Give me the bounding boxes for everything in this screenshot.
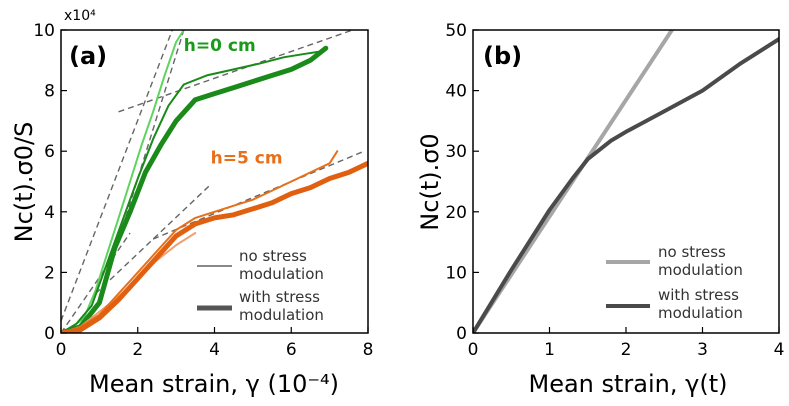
y-tick-label: 0 <box>456 324 467 344</box>
legend-a-label-2a: with stress <box>239 288 320 306</box>
panel-a-fit-line-3 <box>95 184 212 295</box>
y-tick-label: 10 <box>445 263 467 283</box>
legend-a-label-1b: modulation <box>239 265 324 283</box>
panel-a-ticks: 0 2 4 6 8 0 2 4 6 8 10 <box>33 21 373 360</box>
y-tick-label: 6 <box>44 142 55 162</box>
panel-a-fit-line-1 <box>61 30 173 322</box>
legend-b-label-1a: no stress <box>658 243 726 261</box>
y-tick-label: 0 <box>44 324 55 344</box>
panel-a-plot-area <box>61 30 368 333</box>
panel-b-series-line-1 <box>473 37 779 333</box>
panel-b-legend: no stress modulation with stress modulat… <box>606 243 743 322</box>
legend-b-label-2b: modulation <box>658 304 743 322</box>
panel-a-series-line-2 <box>61 45 329 333</box>
panel-a-series-line-0 <box>61 30 185 333</box>
y-tick-label: 10 <box>33 21 55 41</box>
y-tick-label: 40 <box>445 82 467 102</box>
panel-a-fit-line-5 <box>61 232 131 333</box>
x-tick-label: 4 <box>774 340 785 360</box>
panel-b-y-axis-title: Nc(t).σ0 <box>416 133 444 230</box>
panel-a-x-axis-title: Mean strain, γ (10⁻⁴) <box>89 370 339 398</box>
x-tick-label: 6 <box>286 340 297 360</box>
y-tick-label: 30 <box>445 142 467 162</box>
panel-a-series-line-5 <box>61 160 368 333</box>
legend-a-label-1a: no stress <box>239 247 307 265</box>
legend-a-label-2b: modulation <box>239 306 324 324</box>
x-tick-label: 2 <box>621 340 632 360</box>
y-tick-label: 4 <box>44 203 55 223</box>
y-tick-label: 8 <box>44 82 55 102</box>
x-tick-label: 2 <box>132 340 143 360</box>
legend-b-label-2a: with stress <box>658 286 739 304</box>
y-tick-label: 20 <box>445 203 467 223</box>
panel-b-x-axis-title: Mean strain, γ(t) <box>529 370 728 398</box>
panel-a-legend: no stress modulation with stress modulat… <box>197 247 324 324</box>
panel-a-scale-note: x10⁴ <box>64 8 96 24</box>
panel-b-label: (b) <box>483 42 522 70</box>
y-tick-label: 50 <box>445 21 467 41</box>
panel-a: 0 2 4 6 8 0 2 4 6 8 10 x10⁴ (a) h=0 cm h=5 cm no s… <box>10 8 373 398</box>
annotation-h0: h=0 cm <box>184 36 256 56</box>
panel-b-plot-area <box>473 30 779 333</box>
x-tick-label: 8 <box>363 340 374 360</box>
x-tick-label: 1 <box>544 340 555 360</box>
panel-a-y-axis-title: Nc(t).σ0/S <box>10 122 38 243</box>
x-tick-label: 4 <box>209 340 220 360</box>
panel-a-label: (a) <box>69 42 107 70</box>
y-tick-label: 2 <box>44 263 55 283</box>
panel-a-series-line-4 <box>61 150 339 333</box>
legend-b-label-1b: modulation <box>658 261 743 279</box>
x-tick-label: 0 <box>468 340 479 360</box>
panel-a-fit-line-4 <box>152 150 365 240</box>
annotation-h5: h=5 cm <box>211 148 283 168</box>
x-tick-label: 3 <box>697 340 708 360</box>
x-tick-label: 0 <box>56 340 67 360</box>
panel-a-series-line-1 <box>61 50 323 333</box>
